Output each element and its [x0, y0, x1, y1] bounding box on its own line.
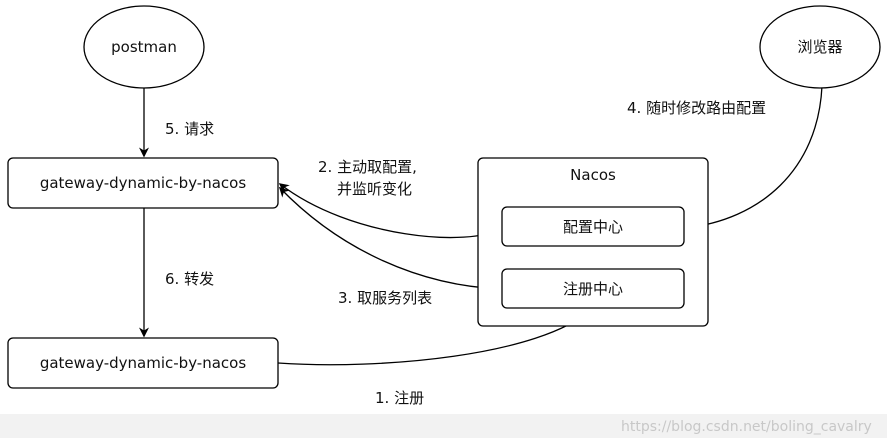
edge-modify-routes — [683, 85, 823, 233]
registry-center-node — [501, 268, 685, 309]
registry-center-label: 注册中心 — [563, 280, 623, 298]
config-center-label: 配置中心 — [563, 218, 623, 236]
forward-label: 6. 转发 — [165, 270, 214, 288]
config-center-node — [501, 206, 685, 247]
modify-routes-label: 4. 随时修改路由配置 — [627, 99, 766, 117]
pull-config-label-line2: 并监听变化 — [337, 180, 412, 198]
nacos-label: Nacos — [570, 166, 616, 184]
gateway-bottom-label: gateway-dynamic-by-nacos — [40, 354, 247, 372]
watermark-text: https://blog.csdn.net/boling_cavalry — [621, 419, 872, 435]
fetch-services-label: 3. 取服务列表 — [338, 289, 432, 307]
request-label: 5. 请求 — [165, 120, 214, 138]
postman-node — [83, 5, 205, 89]
postman-label: postman — [111, 38, 177, 56]
gateway-top-node — [7, 157, 279, 209]
browser-label: 浏览器 — [797, 38, 842, 56]
pull-config-label-line1: 2. 主动取配置, — [318, 158, 417, 176]
edge-fetch-services — [278, 186, 503, 290]
gateway-bottom-node — [7, 337, 279, 389]
bottom-strip — [0, 414, 887, 438]
browser-node — [759, 5, 881, 89]
gateway-top-label: gateway-dynamic-by-nacos — [40, 174, 247, 192]
register-label: 1. 注册 — [375, 389, 424, 407]
